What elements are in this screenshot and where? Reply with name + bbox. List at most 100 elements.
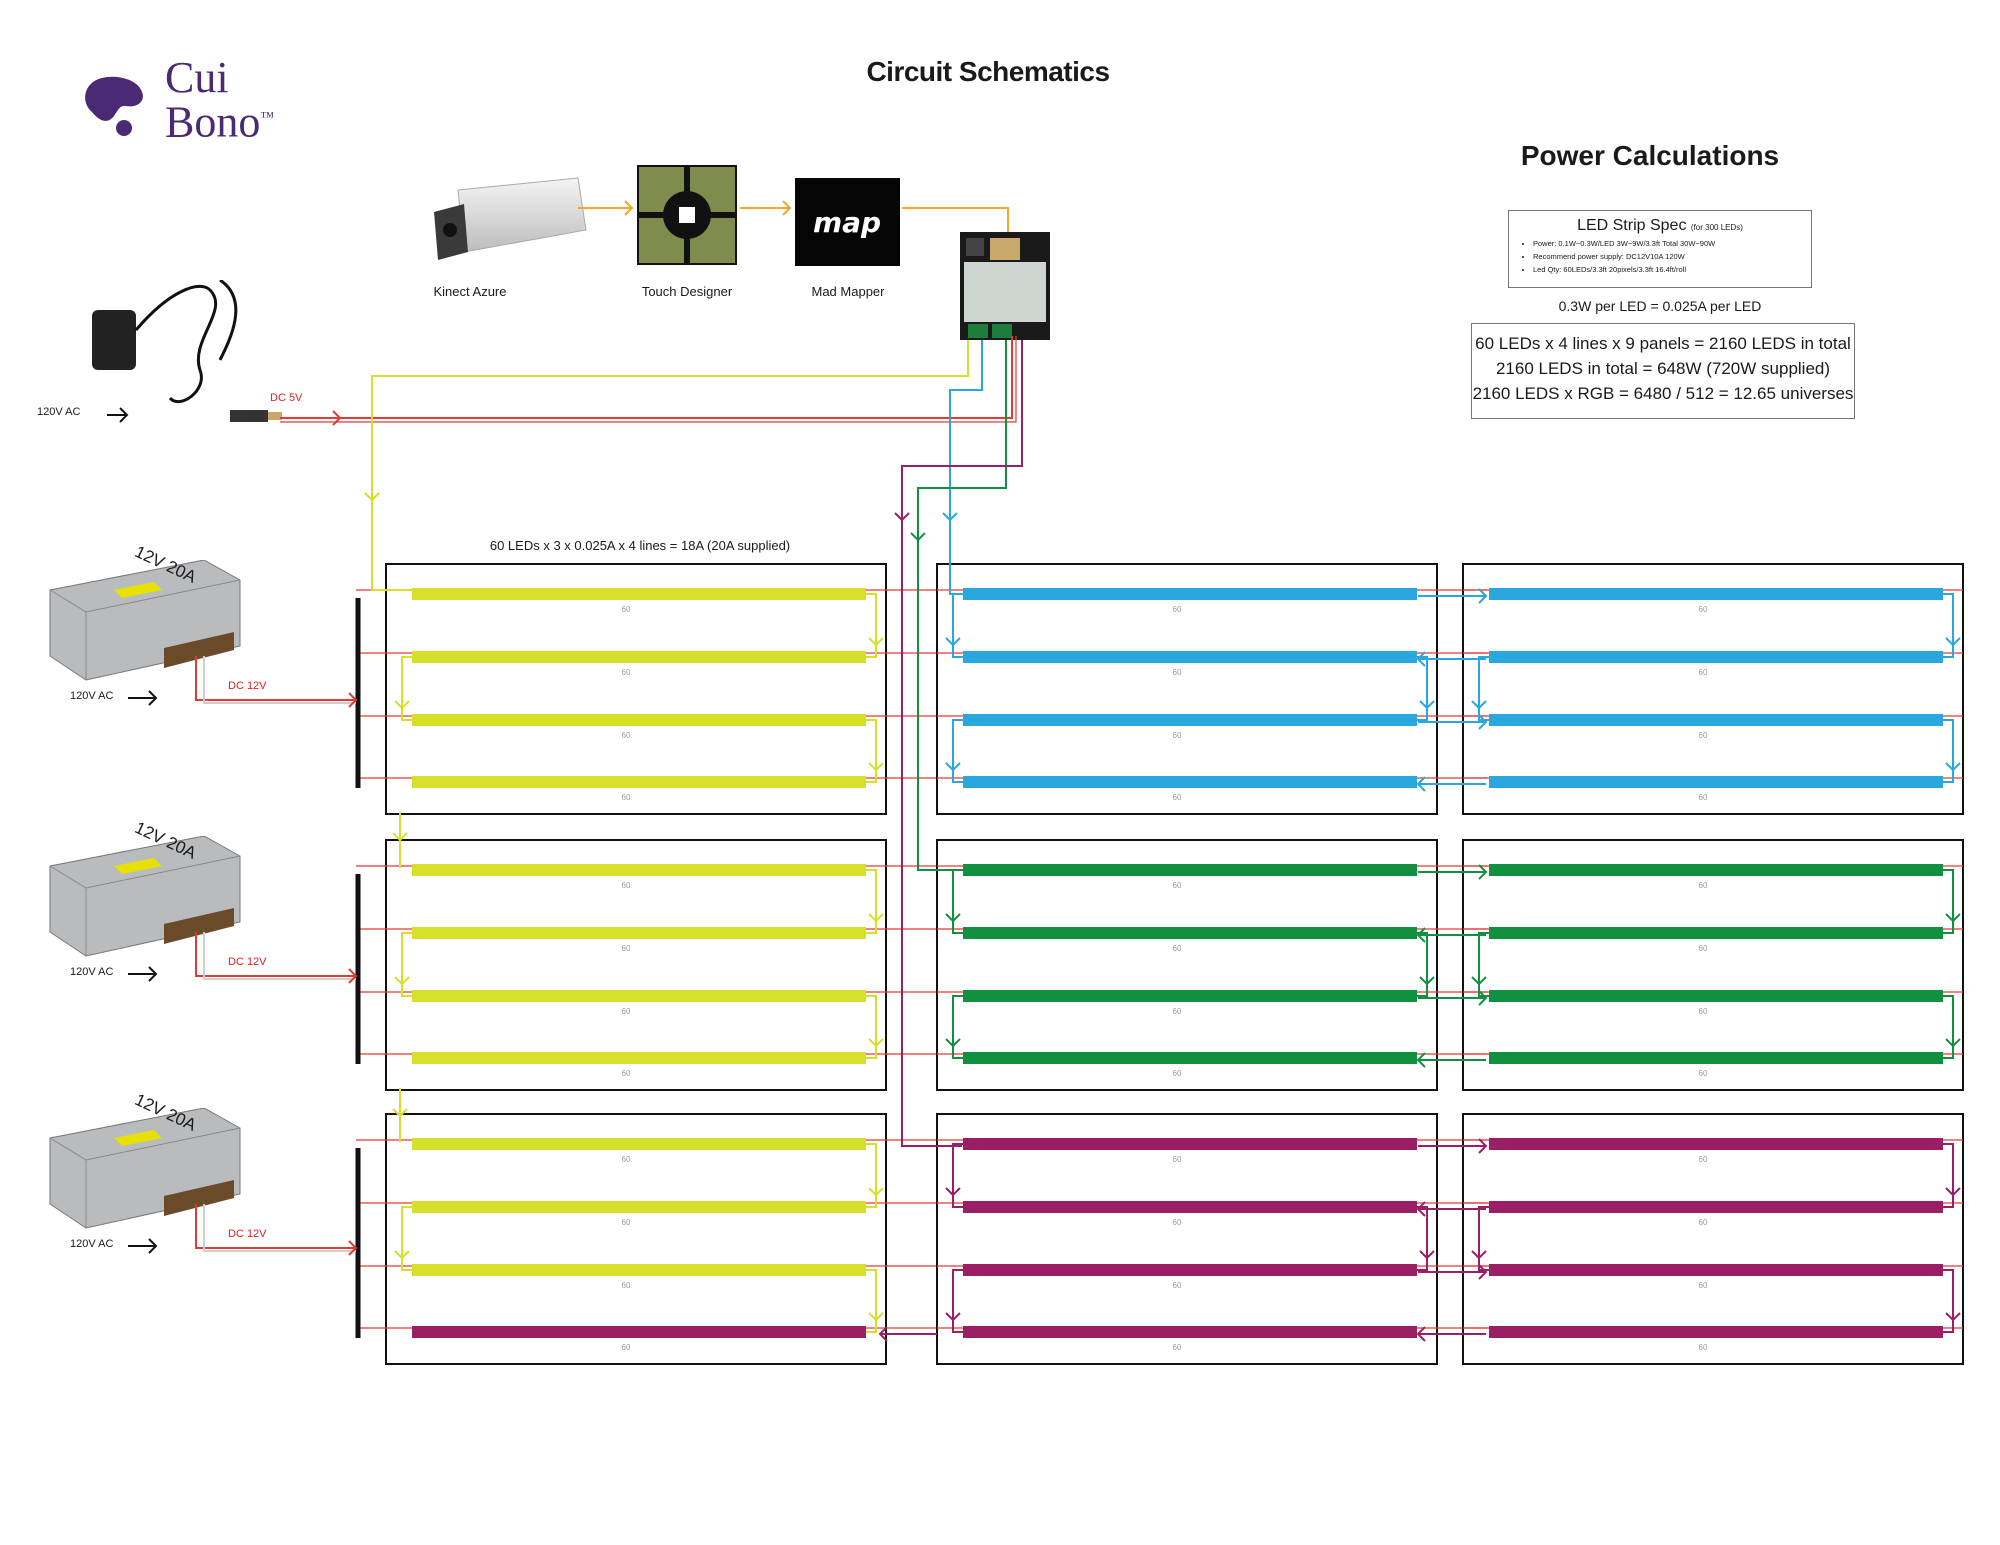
arrow-head xyxy=(1471,700,1487,710)
data-green xyxy=(917,340,1007,871)
data-link xyxy=(1478,1206,1489,1271)
psu-icon xyxy=(49,559,241,681)
strip-count-label: 60 xyxy=(622,731,631,740)
strip-count-label: 60 xyxy=(1173,1218,1182,1227)
power-adapter-icon xyxy=(92,280,282,422)
brand-line1: Cui xyxy=(165,53,229,102)
strip-count-label: 60 xyxy=(622,668,631,677)
led-strip xyxy=(1489,1264,1943,1276)
dc-output-wire xyxy=(195,1204,356,1249)
data-link xyxy=(866,869,877,934)
strip-count-label: 60 xyxy=(1173,793,1182,802)
arrow-head xyxy=(945,913,961,923)
psu-dc-label: DC 12V xyxy=(228,1228,267,1240)
arrow-head xyxy=(910,532,926,542)
arrow-head xyxy=(868,1312,884,1322)
arrow-head xyxy=(1478,990,1488,1006)
data-link xyxy=(1943,593,1954,658)
arrow-head xyxy=(945,1038,961,1048)
strip-count-label: 60 xyxy=(622,1069,631,1078)
strip-count-label: 60 xyxy=(1173,944,1182,953)
arrow-head xyxy=(394,700,410,710)
dc5-wire xyxy=(280,336,1013,419)
arrow-head xyxy=(392,832,408,842)
strip-count-label: 60 xyxy=(1699,1281,1708,1290)
arrow-head xyxy=(868,637,884,647)
arrow-head xyxy=(945,1312,961,1322)
arrow-head xyxy=(894,512,910,522)
data-link xyxy=(952,995,963,1059)
led-strip xyxy=(963,1326,1417,1338)
strip-count-label: 60 xyxy=(1173,1007,1182,1016)
arrow-head xyxy=(868,1038,884,1048)
strip-count-label: 60 xyxy=(622,1218,631,1227)
data-link xyxy=(1478,656,1489,721)
brand-tm: ™ xyxy=(260,110,275,125)
arrow-head xyxy=(148,966,158,982)
led-strip xyxy=(412,1138,866,1150)
led-strip xyxy=(963,588,1417,600)
arrow-head xyxy=(1478,714,1488,730)
strip-count-label: 60 xyxy=(1699,1218,1708,1227)
strip-count-label: 60 xyxy=(1699,605,1708,614)
spec-heading-text: LED Strip Spec xyxy=(1577,217,1687,234)
led-panel xyxy=(936,563,1438,815)
led-strip xyxy=(963,990,1417,1002)
led-strip xyxy=(963,1264,1417,1276)
led-panel xyxy=(1462,839,1964,1091)
arrow-head xyxy=(1416,1326,1426,1342)
data-link xyxy=(866,719,877,783)
arrow-head xyxy=(348,692,358,708)
arrow-head xyxy=(1416,927,1426,943)
arrow-head xyxy=(945,762,961,772)
calc-box: 60 LEDs x 4 lines x 9 panels = 2160 LEDS… xyxy=(1471,323,1855,419)
led-strip xyxy=(1489,1138,1943,1150)
strip-count-label: 60 xyxy=(622,793,631,802)
arrow-head xyxy=(1416,651,1426,667)
arrow-head xyxy=(624,200,634,216)
arrow-head xyxy=(348,968,358,984)
led-controller-icon xyxy=(960,232,1050,340)
led-strip xyxy=(963,864,1417,876)
psu-ac-label: 120V AC xyxy=(70,1238,114,1250)
ground-wire xyxy=(203,1204,356,1252)
strip-count-label: 60 xyxy=(1173,1343,1182,1352)
arrow-head xyxy=(1945,913,1961,923)
data-purple xyxy=(901,340,1023,1147)
strip-count-label: 60 xyxy=(622,944,631,953)
led-strip xyxy=(412,714,866,726)
power-title: Power Calculations xyxy=(1520,140,1780,171)
psu-ac-label: 120V AC xyxy=(70,690,114,702)
power-supply-unit xyxy=(44,1107,254,1243)
arrow-head xyxy=(868,1187,884,1197)
led-strip xyxy=(412,1264,866,1276)
arrow-head xyxy=(1478,1264,1488,1280)
led-strip xyxy=(1489,1052,1943,1064)
arrow-head xyxy=(1478,588,1488,604)
ground-wire xyxy=(203,656,356,704)
led-strip xyxy=(412,588,866,600)
data-link xyxy=(1417,932,1428,997)
arrow-head xyxy=(1945,762,1961,772)
led-strip xyxy=(1489,990,1943,1002)
led-panel xyxy=(936,839,1438,1091)
data-link xyxy=(952,1269,963,1333)
arrow-head xyxy=(1416,776,1426,792)
strip-count-label: 60 xyxy=(1173,731,1182,740)
strip-count-label: 60 xyxy=(1699,731,1708,740)
strip-count-label: 60 xyxy=(1173,668,1182,677)
arrow-head xyxy=(148,1238,158,1254)
arrow-head xyxy=(868,762,884,772)
strip-count-label: 60 xyxy=(622,1155,631,1164)
led-strip xyxy=(412,1201,866,1213)
power-supply-unit xyxy=(44,835,254,971)
spec-item: Led Qty: 60LEDs/3.3ft 20pixels/3.3ft 16.… xyxy=(1533,263,1811,276)
arrow-head xyxy=(394,976,410,986)
psu-dc-label: DC 12V xyxy=(228,956,267,968)
arrow-head xyxy=(878,1326,888,1342)
arrow-head xyxy=(782,200,792,216)
arrow-head xyxy=(1419,700,1435,710)
touch-designer-label: Touch Designer xyxy=(641,284,733,299)
strip-count-label: 60 xyxy=(1699,1069,1708,1078)
